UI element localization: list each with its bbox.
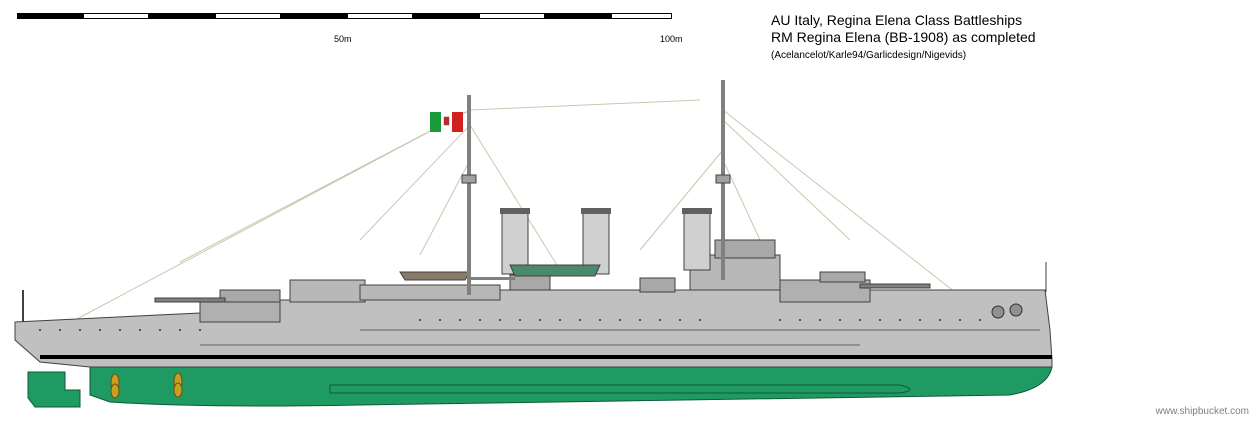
scale-segment [149,13,215,19]
rigging [74,99,966,321]
waterline-detail [329,384,911,394]
boot-top [40,355,1052,359]
credits: (Acelancelot/Karle94/Garlicdesign/Nigevi… [771,50,967,61]
aft-superstructure [289,279,366,303]
scale-segment [347,13,413,19]
boats [509,264,601,277]
bridge [714,239,776,259]
forward-turret [779,271,931,303]
scale-segment [83,13,149,19]
portholes [39,319,981,331]
scale-segment [281,13,347,19]
scale-label-50m: 50m [334,34,352,44]
hull-underwater [89,366,1053,407]
propeller-icon [110,373,120,399]
scale-segment [611,13,672,19]
scale-bar: 50m 100m [17,13,683,44]
title-block: AU Italy, Regina Elena Class Battleships… [771,12,1036,63]
flag-icon [430,112,463,132]
fighting-top [461,174,477,184]
rudder [27,371,81,408]
title-line-2: RM Regina Elena (BB-1908) as completed [771,29,1036,45]
scale-segment [479,13,545,19]
boats [399,271,471,281]
fighting-top [715,174,731,184]
scale-segment [17,13,83,19]
funnel [500,208,530,275]
hawse-pipe [1009,303,1023,317]
watermark: www.shipbucket.com [1155,406,1249,417]
scale-segment [413,13,479,19]
scale-label-100m: 100m [660,34,683,44]
funnel [682,208,712,271]
title-line-1: AU Italy, Regina Elena Class Battleships [771,12,1023,28]
hawse-pipe [991,305,1005,319]
scale-segment [215,13,281,19]
scale-segment [545,13,611,19]
main-mast [467,95,471,295]
propeller-icon [173,372,183,398]
aft-deck-house [359,284,501,301]
secondary-turret [639,277,676,293]
funnel [581,208,611,275]
aft-turret [154,289,281,323]
